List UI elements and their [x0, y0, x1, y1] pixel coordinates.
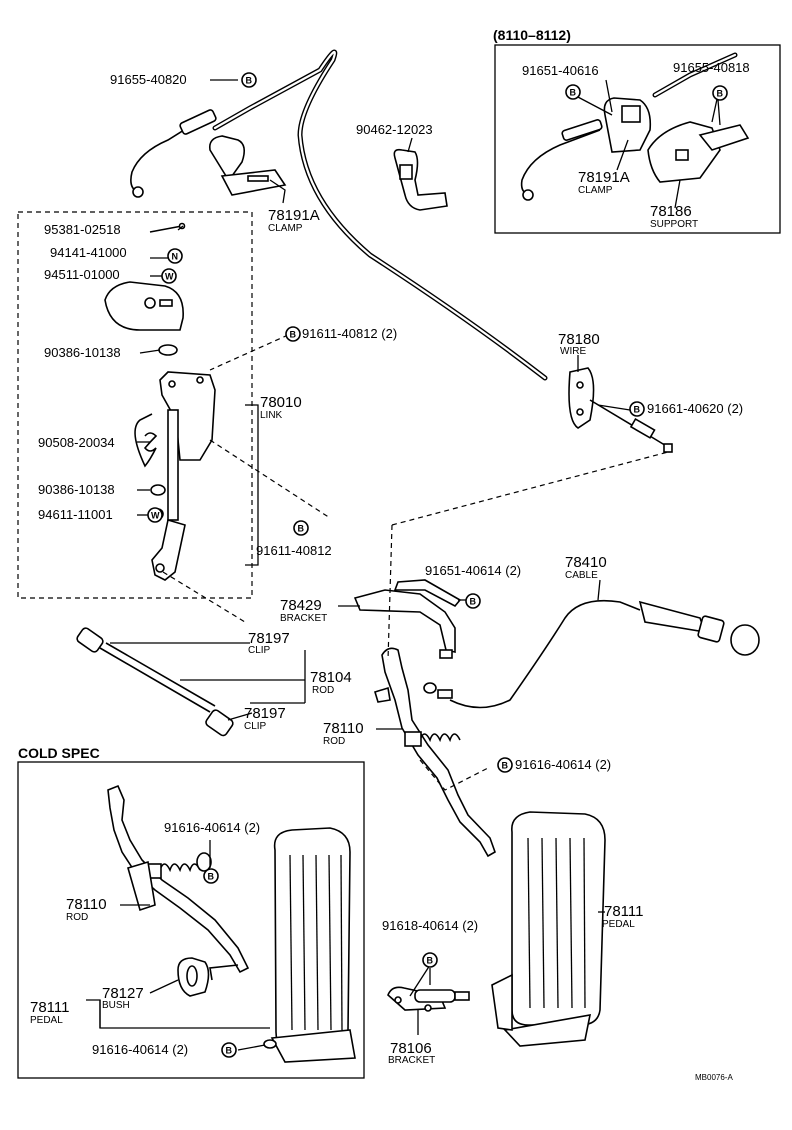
label-78111-cold: 78111 — [30, 999, 70, 1016]
leader-lines — [86, 79, 721, 1051]
label-78191A-main: 78191A — [268, 207, 320, 224]
label-91661-40620-2: 91661-40620 (2) — [647, 401, 743, 416]
label-link: LINK — [260, 410, 283, 421]
label-91616-40614-2-coldb: 91616-40614 (2) — [92, 1042, 188, 1057]
label-78197-b: 78197 — [244, 705, 286, 722]
svg-text:B: B — [290, 330, 297, 340]
svg-text:B: B — [208, 872, 215, 882]
n-mark-94141-41000: N — [167, 248, 183, 264]
accelerator-pedal-78111 — [491, 811, 606, 1047]
label-91616-40614-2-cold: 91616-40614 (2) — [164, 820, 260, 835]
label-pedal-cold: PEDAL — [30, 1015, 63, 1026]
label-78010: 78010 — [260, 394, 302, 411]
label-94611-11001: 94611-11001 — [38, 507, 113, 522]
label-91651-40616: 91651-40616 — [522, 63, 599, 78]
label-clip-b: CLIP — [244, 721, 267, 732]
b-mark-91618-40614-2: B — [422, 952, 438, 968]
cold-spec-title: COLD SPEC — [18, 745, 100, 761]
svg-text:W: W — [165, 272, 174, 282]
svg-text:B: B — [502, 761, 509, 771]
b-mark-91611-40812-2: B — [285, 326, 301, 342]
label-rod-main: ROD — [323, 736, 345, 747]
rod-78104-with-clips — [76, 627, 234, 737]
cold-spec-bush-78127 — [177, 957, 210, 997]
label-78127: 78127 — [102, 985, 144, 1002]
label-78110-cold: 78110 — [66, 896, 107, 913]
label-clip-a: CLIP — [248, 645, 271, 656]
label-wire: WIRE — [560, 346, 586, 357]
label-bracket-106: BRACKET — [388, 1055, 435, 1066]
label-94141-41000: 94141-41000 — [50, 245, 127, 260]
b-mark-91616-40614-2-main: B — [497, 757, 513, 773]
label-78104: 78104 — [310, 669, 352, 686]
label-91611-40812-2: 91611-40812 (2) — [302, 326, 397, 341]
cold-spec-box — [17, 761, 365, 1079]
label-91651-40614-2: 91651-40614 (2) — [425, 563, 521, 578]
label-rod-cold: ROD — [66, 912, 88, 923]
b-mark-91655-40818: B — [712, 85, 728, 101]
label-78106: 78106 — [390, 1040, 432, 1057]
label-78186: 78186 — [650, 203, 692, 220]
cold-spec-rod-78110 — [107, 784, 250, 981]
label-91655-40820: 91655-40820 — [110, 72, 187, 87]
label-78111-main: 78111 — [604, 903, 644, 920]
svg-text:B: B — [634, 405, 641, 415]
b-mark-91616-40614-2-cold: B — [203, 868, 219, 884]
inset-box-8110-8112 — [494, 44, 781, 234]
label-cable: CABLE — [565, 570, 598, 581]
label-bracket-main: BRACKET — [280, 613, 327, 624]
footer-code: MB0076-A — [695, 1073, 733, 1082]
svg-text:B: B — [717, 89, 724, 99]
w-mark-94611-11001: W — [147, 507, 163, 523]
label-90386-10138-b: 90386-10138 — [38, 482, 115, 497]
label-bush: BUSH — [102, 1000, 130, 1011]
label-90508-20034: 90508-20034 — [38, 435, 115, 450]
svg-text:B: B — [470, 597, 477, 607]
label-78110-main: 78110 — [323, 720, 364, 737]
label-rod-78104: ROD — [312, 685, 334, 696]
label-78429: 78429 — [280, 597, 322, 614]
svg-text:B: B — [246, 76, 253, 86]
link-assembly-parts — [104, 222, 216, 581]
clip-90462-12023-part — [393, 148, 448, 211]
label-78197-a: 78197 — [248, 630, 290, 647]
label-78180: 78180 — [558, 331, 600, 348]
label-clamp-inset: CLAMP — [578, 185, 613, 196]
svg-text:W: W — [151, 511, 160, 521]
accelerator-wire-78180 — [130, 49, 673, 453]
bracket-78106-part — [387, 986, 470, 1012]
label-91618-40614-2: 91618-40614 (2) — [382, 918, 478, 933]
svg-text:B: B — [298, 524, 305, 534]
clamp-78191A-part — [208, 135, 287, 196]
label-78191A-inset: 78191A — [578, 169, 630, 186]
label-91655-40818: 91655-40818 — [673, 60, 750, 75]
svg-text:N: N — [172, 252, 179, 262]
inset-header: (8110–8112) — [493, 27, 571, 43]
svg-text:B: B — [570, 88, 577, 98]
b-mark-91661-40620-2: B — [629, 401, 645, 417]
label-91616-40614-2-main: 91616-40614 (2) — [515, 757, 611, 772]
svg-text:B: B — [427, 956, 434, 966]
svg-text:B: B — [226, 1046, 233, 1056]
label-90386-10138-a: 90386-10138 — [44, 345, 121, 360]
b-mark-91655-40820: B — [241, 72, 257, 88]
label-91611-40812: 91611-40812 — [256, 543, 332, 558]
cold-spec-pedal-78111 — [263, 827, 356, 1063]
label-94511-01000: 94511-01000 — [44, 267, 120, 282]
label-clamp-main: CLAMP — [268, 223, 303, 234]
label-78410: 78410 — [565, 554, 607, 571]
b-mark-91651-40614-2: B — [465, 593, 481, 609]
label-95381-02518: 95381-02518 — [44, 222, 121, 237]
label-90462-12023: 90462-12023 — [356, 122, 433, 137]
label-support: SUPPORT — [650, 219, 698, 230]
b-mark-91651-40616: B — [565, 84, 581, 100]
b-mark-91616-40614-2-coldb: B — [221, 1042, 237, 1058]
b-mark-91611-40812: B — [293, 520, 309, 536]
label-pedal-main: PEDAL — [602, 919, 635, 930]
main-pedal-rod-assembly — [353, 579, 760, 858]
inset-cable-assembly — [520, 52, 750, 201]
w-mark-94511-01000: W — [161, 268, 177, 284]
